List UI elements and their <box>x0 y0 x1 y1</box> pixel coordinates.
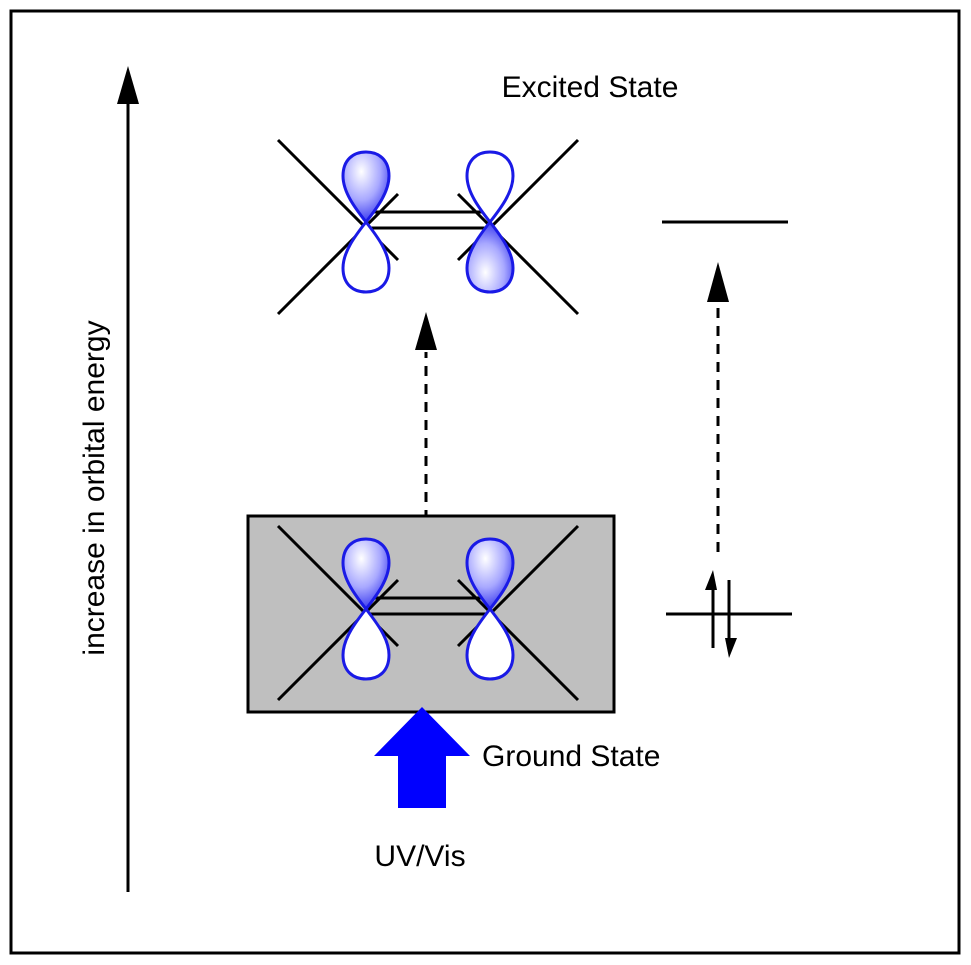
excited-state-label: Excited State <box>502 71 679 104</box>
orbital-transition-arrowhead <box>415 312 437 350</box>
energy-axis-label: increase in orbital energy <box>78 320 111 655</box>
excited-state-orbital <box>276 138 580 316</box>
energy-axis-arrowhead <box>117 66 139 104</box>
ground-state-orbital <box>276 524 580 702</box>
light-source-label: UV/Vis <box>374 840 465 873</box>
block-arrow-up-icon <box>374 707 470 808</box>
ground-state-label: Ground State <box>482 740 660 773</box>
spin-pair-icon <box>705 570 737 658</box>
level-transition-arrowhead <box>707 262 729 302</box>
